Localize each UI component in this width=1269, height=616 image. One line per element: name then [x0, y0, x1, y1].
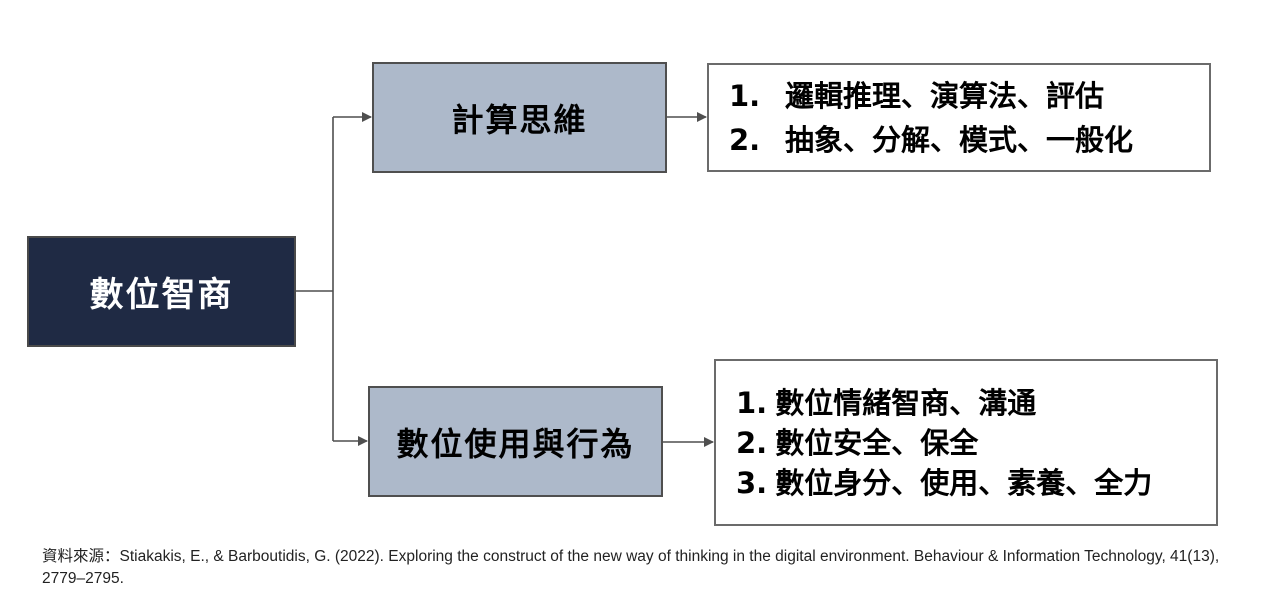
branch-node-computational-thinking: 計算思維	[372, 62, 667, 173]
list-item-text: 數位情緒智商、溝通	[775, 385, 1037, 420]
list-item-text: 數位身分、使用、素養、全力	[775, 465, 1153, 500]
list-item-text: 抽象、分解、模式、一般化	[785, 122, 1134, 157]
source-label: 資料來源：	[42, 548, 120, 565]
leaf-node-computational-thinking: 1. 邏輯推理、演算法、評估 2. 抽象、分解、模式、一般化	[707, 63, 1211, 172]
list-item: 2.數位安全、保全	[736, 423, 978, 463]
list-item-number: 3.	[736, 465, 768, 500]
list-item: 1.數位情緒智商、溝通	[736, 383, 1036, 423]
leaf-node-digital-use-behavior: 1.數位情緒智商、溝通 2.數位安全、保全 3.數位身分、使用、素養、全力	[714, 359, 1218, 526]
root-node-label: 數位智商	[89, 275, 234, 315]
branch-node-label: 數位使用與行為	[396, 424, 635, 463]
source-citation: 資料來源：Stiakakis, E., & Barboutidis, G. (2…	[42, 546, 1242, 590]
list-item-number: 2.	[729, 122, 761, 157]
list-item: 2. 抽象、分解、模式、一般化	[729, 118, 1133, 162]
list-item-text: 邏輯推理、演算法、評估	[785, 78, 1105, 113]
citation-text: Stiakakis, E., & Barboutidis, G. (2022).…	[42, 548, 1220, 587]
root-node: 數位智商	[27, 236, 296, 347]
list-item-number: 2.	[736, 425, 768, 460]
list-item-number: 1.	[729, 78, 761, 113]
branch-node-label: 計算思維	[451, 100, 588, 139]
list-item: 1. 邏輯推理、演算法、評估	[729, 74, 1104, 118]
list-item-text: 數位安全、保全	[775, 425, 979, 460]
list-item: 3.數位身分、使用、素養、全力	[736, 463, 1152, 503]
branch-node-digital-use-behavior: 數位使用與行為	[368, 386, 663, 497]
list-item-number: 1.	[736, 385, 768, 420]
